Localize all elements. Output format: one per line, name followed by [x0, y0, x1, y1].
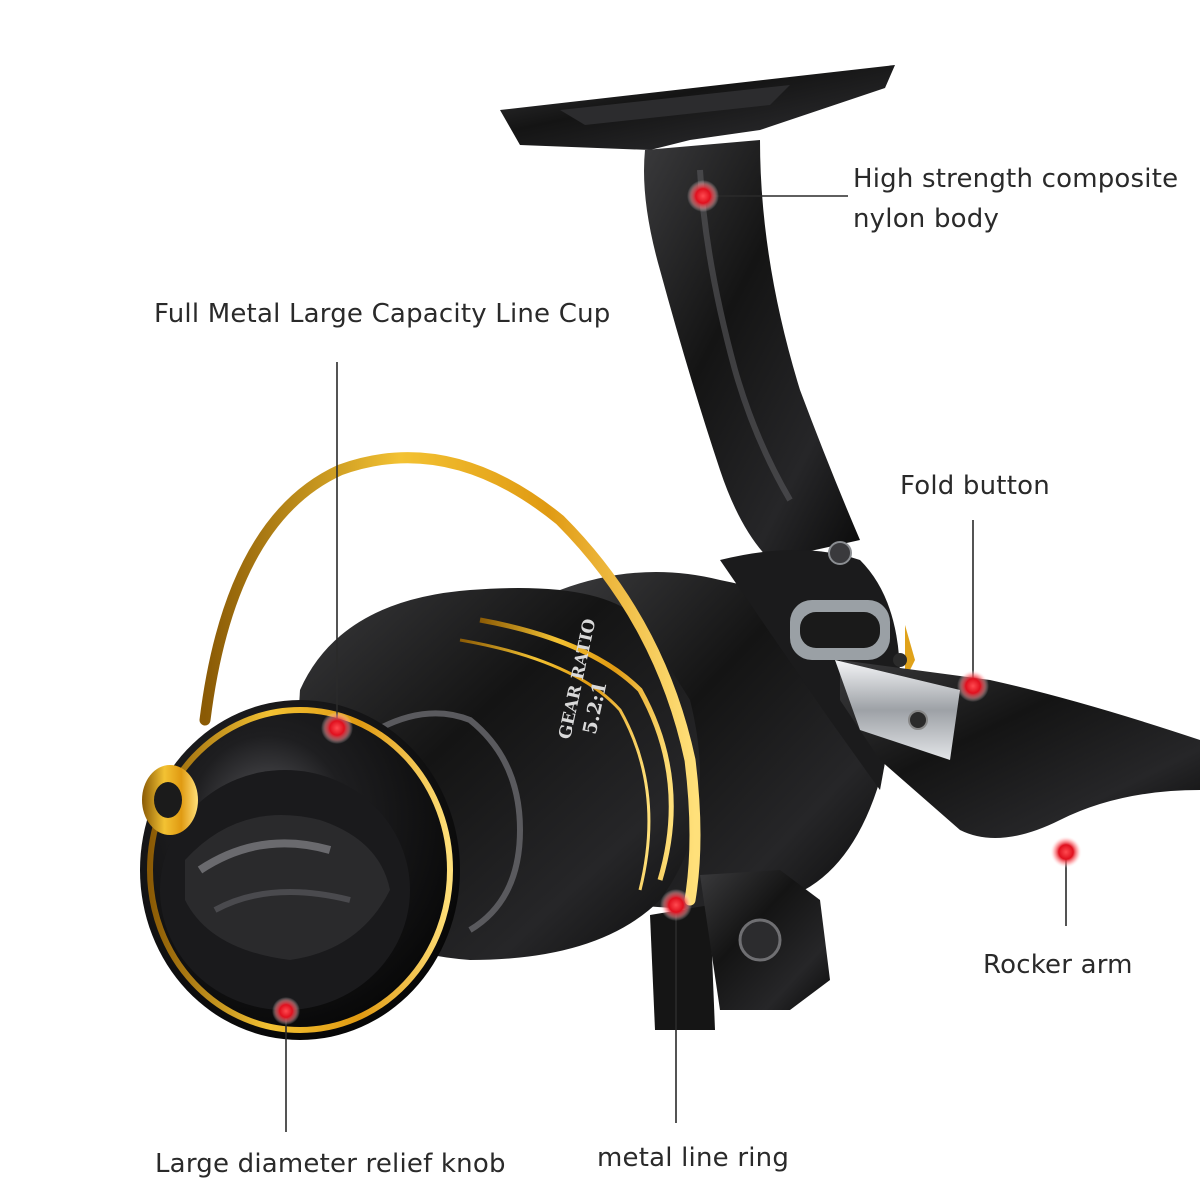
label-rocker-arm: Rocker arm — [983, 950, 1133, 980]
label-line-ring: metal line ring — [597, 1143, 790, 1173]
relief-knob — [140, 700, 460, 1040]
callout-markers — [272, 180, 1082, 1025]
rocker-arm — [835, 653, 1200, 838]
reel-stem — [500, 65, 895, 560]
bail-wire — [199, 452, 701, 906]
label-line-cup: Full Metal Large Capacity Line Cup — [154, 299, 611, 329]
marker-fold-button — [957, 670, 989, 702]
marker-knob — [272, 997, 300, 1025]
label-body-line2: nylon body — [853, 204, 1000, 234]
line-roller — [650, 870, 830, 1030]
marker-rocker-arm — [1050, 836, 1082, 868]
leader-lines — [285, 195, 1067, 1132]
marker-line-cup — [321, 712, 353, 744]
label-body-line1: High strength composite — [853, 164, 1179, 194]
label-knob: Large diameter relief knob — [155, 1149, 506, 1179]
label-fold-button: Fold button — [900, 471, 1050, 501]
marker-body — [687, 180, 719, 212]
marker-line-ring — [660, 889, 692, 921]
